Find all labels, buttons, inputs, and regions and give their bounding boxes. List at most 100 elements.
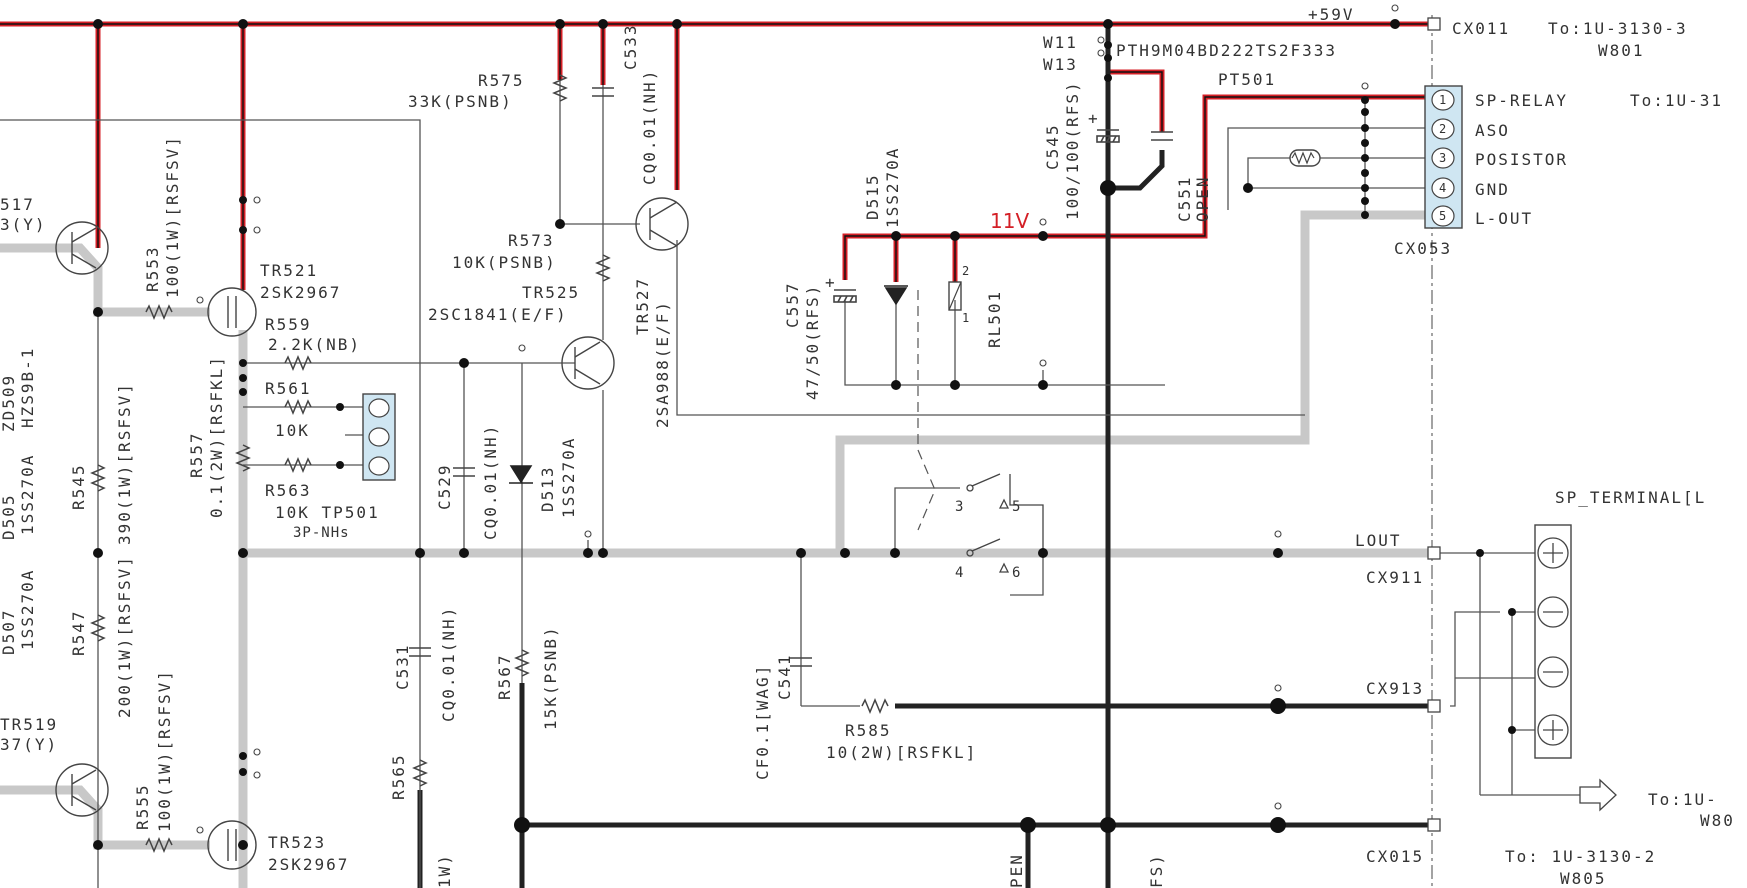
svg-text:R553: R553 [143, 245, 162, 292]
svg-text:2SC1841(E/F): 2SC1841(E/F) [428, 305, 568, 324]
svg-text:CF0.1[WAG]: CF0.1[WAG] [753, 664, 772, 780]
svg-text:3: 3 [1439, 151, 1446, 165]
svg-text:C541: C541 [775, 653, 794, 700]
svg-text:CX015: CX015 [1366, 847, 1424, 866]
svg-text:33K(PSNB): 33K(PSNB) [408, 92, 513, 111]
svg-text:R565: R565 [389, 753, 408, 800]
svg-text:C545: C545 [1043, 123, 1062, 170]
label-cx011-to: To:1U-3130-3 [1548, 19, 1688, 38]
svg-text:3P-NHs: 3P-NHs [293, 525, 350, 541]
signal-net-lout [0, 210, 1432, 888]
svg-text:2: 2 [962, 264, 969, 278]
label-pt501: PT501 [1218, 70, 1276, 89]
svg-text:D507: D507 [0, 608, 18, 655]
svg-text:4: 4 [955, 565, 964, 581]
arrow-icon [1579, 778, 1617, 812]
svg-text:1SS270A: 1SS270A [18, 569, 37, 650]
svg-text:4: 4 [1439, 181, 1446, 195]
svg-text:2SA988(E/F): 2SA988(E/F) [653, 300, 672, 428]
svg-text:2SK2967: 2SK2967 [260, 283, 341, 302]
svg-text:100/100(RFS): 100/100(RFS) [1063, 80, 1082, 220]
relay-dashed-link [917, 290, 936, 531]
svg-text:C533: C533 [621, 23, 640, 70]
thin-wires [0, 80, 1580, 888]
svg-text:R555: R555 [133, 783, 152, 830]
svg-text:5: 5 [1439, 209, 1446, 223]
svg-text:2: 2 [1439, 122, 1446, 136]
svg-text:+: + [825, 273, 837, 292]
svg-text:517: 517 [0, 195, 35, 214]
label-lout-pin: L-OUT [1475, 209, 1533, 228]
svg-text:1SS270A: 1SS270A [559, 437, 578, 518]
svg-text:CQ0.01(NH): CQ0.01(NH) [481, 424, 500, 540]
svg-text:CQ0.01(NH): CQ0.01(NH) [439, 606, 458, 722]
svg-text:To: 1U-3130-2: To: 1U-3130-2 [1505, 847, 1656, 866]
svg-text:TR525: TR525 [522, 283, 580, 302]
svg-text:5: 5 [1012, 499, 1021, 515]
svg-text:47/50(RFS): 47/50(RFS) [803, 284, 822, 400]
svg-text:3: 3 [955, 499, 964, 515]
svg-text:37(Y): 37(Y) [0, 735, 58, 754]
svg-text:10K(PSNB): 10K(PSNB) [452, 253, 557, 272]
svg-text:CX913: CX913 [1366, 679, 1424, 698]
svg-text:C557: C557 [783, 281, 802, 328]
r585-symbol [861, 699, 889, 713]
svg-text:R575: R575 [478, 71, 525, 90]
label-cx011: CX011 [1452, 19, 1510, 38]
svg-text:RL501: RL501 [985, 290, 1004, 348]
svg-text:10(2W)[RSFKL]: 10(2W)[RSFKL] [826, 743, 977, 762]
svg-text:R585: R585 [845, 721, 892, 740]
svg-text:1: 1 [962, 311, 969, 325]
capacitors [409, 87, 1173, 667]
svg-text:390(1W)[RSFSV]: 390(1W)[RSFSV] [115, 382, 134, 545]
label-pth: PTH9M04BD222TS2F333 [1116, 41, 1337, 60]
relay-switches [966, 473, 1044, 573]
label-w11: W11 [1043, 33, 1078, 52]
svg-text:R563: R563 [265, 481, 312, 500]
svg-text:R559: R559 [265, 315, 312, 334]
label-posistor: POSISTOR [1475, 150, 1568, 169]
svg-text:C551: C551 [1175, 175, 1194, 222]
svg-text:PEN: PEN [1007, 853, 1026, 888]
transistors [55, 197, 689, 870]
svg-text:6: 6 [1012, 565, 1021, 581]
svg-text:3(Y): 3(Y) [0, 215, 47, 234]
svg-text:1W): 1W) [435, 853, 454, 888]
svg-text:FS): FS) [1147, 853, 1166, 888]
label-w801: W801 [1598, 41, 1645, 60]
svg-text:R573: R573 [508, 231, 555, 250]
svg-text:CX911: CX911 [1366, 568, 1424, 587]
svg-text:LOUT: LOUT [1355, 531, 1402, 550]
svg-text:TR527: TR527 [633, 277, 652, 335]
svg-text:HZS9B-1: HZS9B-1 [18, 347, 37, 428]
label-59v: +59V [1308, 5, 1355, 24]
label-w13: W13 [1043, 55, 1078, 74]
svg-text:2SK2967: 2SK2967 [268, 855, 349, 874]
posistor-symbol [1289, 149, 1321, 167]
svg-text:R547: R547 [69, 609, 88, 656]
svg-text:W805: W805 [1560, 869, 1607, 888]
svg-text:W80: W80 [1700, 811, 1735, 830]
svg-text:R567: R567 [495, 653, 514, 700]
junction-dots [93, 19, 1516, 850]
svg-text:CQ0.01(NH): CQ0.01(NH) [640, 69, 659, 185]
svg-text:100(1W)[RSFSV]: 100(1W)[RSFSV] [163, 135, 182, 298]
label-11v: 11V [990, 209, 1029, 233]
svg-text:TR521: TR521 [260, 261, 318, 280]
svg-text:R557: R557 [187, 431, 206, 478]
label-aso: ASO [1475, 121, 1510, 140]
svg-text:0.1(2W)[RSFKL]: 0.1(2W)[RSFKL] [207, 355, 226, 518]
svg-text:10K: 10K [275, 421, 310, 440]
svg-text:200(1W)[RSFSV]: 200(1W)[RSFSV] [115, 555, 134, 718]
label-sp-relay: SP-RELAY [1475, 91, 1568, 110]
svg-text:To:1U-: To:1U- [1648, 790, 1718, 809]
svg-text:D505: D505 [0, 493, 18, 540]
svg-text:C531: C531 [393, 643, 412, 690]
svg-text:ZD509: ZD509 [0, 374, 18, 432]
label-cx053: CX053 [1394, 239, 1452, 258]
svg-text:TR523: TR523 [268, 833, 326, 852]
svg-text:R545: R545 [69, 463, 88, 510]
labels: +59V CX011 To:1U-3130-3 W801 W11 W13 PTH… [0, 5, 1735, 888]
